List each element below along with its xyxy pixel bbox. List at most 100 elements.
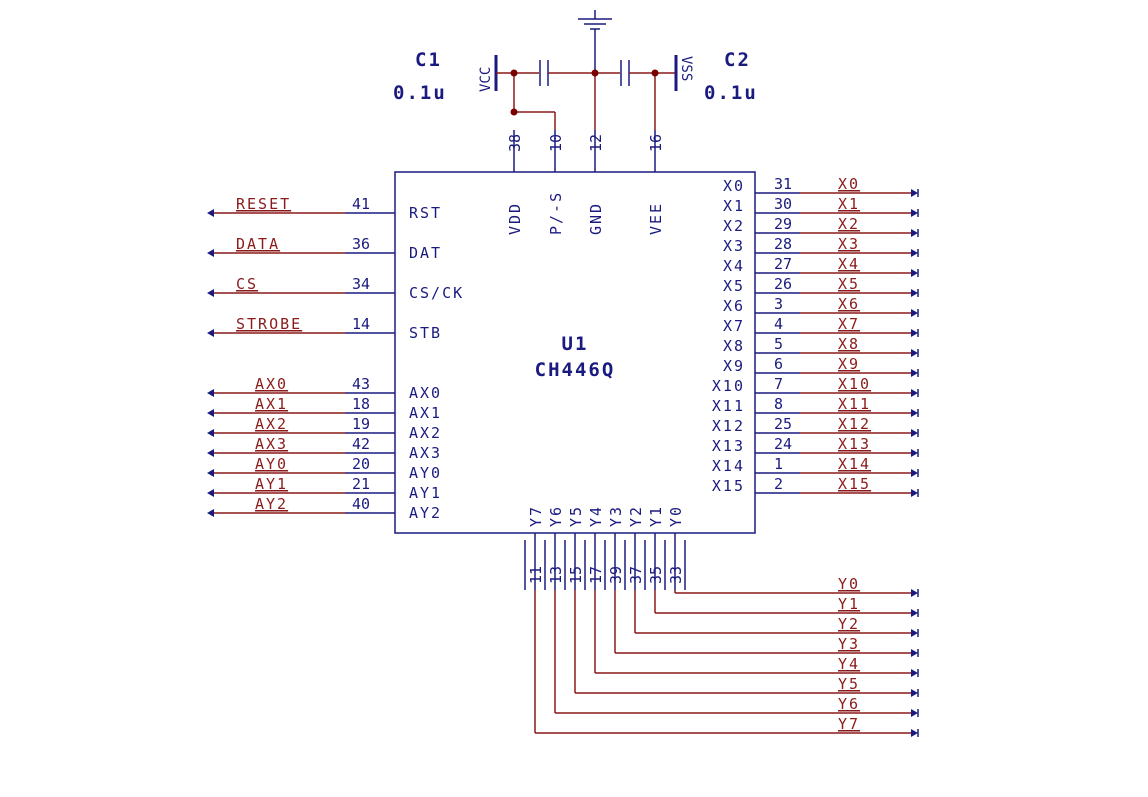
power-network: VCC C1 0.1u C2 0.1u VSS: [393, 10, 758, 130]
net-x11-label: X11: [838, 395, 871, 413]
pin-vee-name: VEE: [647, 202, 665, 235]
net-x14-arrow: [911, 469, 918, 477]
pin-stb-number: 14: [352, 315, 370, 333]
c1-value: 0.1u: [393, 82, 447, 104]
pin-x7-number: 4: [774, 315, 783, 333]
pin-x2-name: X2: [723, 217, 745, 235]
pin-gnd-name: GND: [587, 202, 605, 235]
c2-value: 0.1u: [704, 82, 758, 104]
pin-y4-number: 17: [587, 566, 605, 584]
net-ay1-label: AY1: [255, 475, 288, 493]
net-x15-arrow: [911, 489, 918, 497]
bottom-pins: Y711Y7Y613Y6Y515Y5Y417Y4Y339Y3Y237Y2Y135…: [524, 505, 919, 737]
net-ax3-label: AX3: [255, 435, 288, 453]
net-ay2-arrow: [207, 509, 214, 517]
net-ay0-label: AY0: [255, 455, 288, 473]
net-y7-label: Y7: [838, 715, 860, 733]
pin-stb-name: STB: [409, 324, 442, 342]
pin-rst-name: RST: [409, 204, 442, 222]
pin-x10-name: X10: [712, 377, 745, 395]
pin-x0-name: X0: [723, 177, 745, 195]
net-x15-label: X15: [838, 475, 871, 493]
net-y6-arrow: [911, 709, 918, 717]
chip-designator: U1: [562, 333, 589, 355]
net-rst-label: RESET: [236, 195, 291, 213]
pin-y2-name: Y2: [627, 505, 645, 527]
junction-gnd: [591, 69, 599, 77]
pin-y1-number: 35: [647, 566, 665, 584]
net-x6-arrow: [911, 309, 918, 317]
pin-ay1-name: AY1: [409, 484, 442, 502]
pin-dat-name: DAT: [409, 244, 442, 262]
pin-x6-name: X6: [723, 297, 745, 315]
vcc-rail-label: VCC: [478, 67, 494, 92]
pin-ay1-number: 21: [352, 475, 370, 493]
net-cs-ck-label: CS: [236, 275, 258, 293]
net-y3-arrow: [911, 649, 918, 657]
pin-x2-number: 29: [774, 215, 792, 233]
pin-ax0-number: 43: [352, 375, 370, 393]
net-x9-label: X9: [838, 355, 860, 373]
pin-x14-number: 1: [774, 455, 783, 473]
net-ay2-label: AY2: [255, 495, 288, 513]
net-ax1-label: AX1: [255, 395, 288, 413]
pin-x5-number: 26: [774, 275, 792, 293]
pin-x4-name: X4: [723, 257, 745, 275]
net-x3-arrow: [911, 249, 918, 257]
pin-x8-name: X8: [723, 337, 745, 355]
pin-ax3-number: 42: [352, 435, 370, 453]
net-y2-label: Y2: [838, 615, 860, 633]
net-y5-arrow: [911, 689, 918, 697]
pin-x11-number: 8: [774, 395, 783, 413]
c2-name: C2: [724, 49, 751, 71]
net-ax3-arrow: [207, 449, 214, 457]
pin-x1-name: X1: [723, 197, 745, 215]
net-x0-arrow: [911, 189, 918, 197]
pin-x11-name: X11: [712, 397, 745, 415]
net-x1-arrow: [911, 209, 918, 217]
net-stb-arrow: [207, 329, 214, 337]
pin-x6-number: 3: [774, 295, 783, 313]
pin-y6-name: Y6: [547, 505, 565, 527]
pin-y0-name: Y0: [667, 505, 685, 527]
pin-x15-number: 2: [774, 475, 783, 493]
net-ax2-label: AX2: [255, 415, 288, 433]
net-stb-label: STROBE: [236, 315, 302, 333]
pin-p-s-name: P/-S: [547, 191, 565, 235]
pin-p-s-number: 10: [547, 134, 565, 152]
net-x5-label: X5: [838, 275, 860, 293]
net-x7-label: X7: [838, 315, 860, 333]
net-y0-arrow: [911, 589, 918, 597]
net-x8-label: X8: [838, 335, 860, 353]
pin-y1-name: Y1: [647, 505, 665, 527]
net-x8-arrow: [911, 349, 918, 357]
pin-ay0-name: AY0: [409, 464, 442, 482]
pin-x5-name: X5: [723, 277, 745, 295]
chip-part-number: CH446Q: [535, 359, 616, 381]
net-y7-arrow: [911, 729, 918, 737]
pin-ax1-name: AX1: [409, 404, 442, 422]
net-ax2-arrow: [207, 429, 214, 437]
pin-x12-name: X12: [712, 417, 745, 435]
pin-y5-name: Y5: [567, 505, 585, 527]
net-x13-label: X13: [838, 435, 871, 453]
pin-y3-name: Y3: [607, 505, 625, 527]
pin-y7-number: 11: [527, 566, 545, 584]
pin-y3-number: 39: [607, 566, 625, 584]
net-y6-label: Y6: [838, 695, 860, 713]
net-x11-arrow: [911, 409, 918, 417]
pin-cs-ck-name: CS/CK: [409, 284, 464, 302]
pin-x14-name: X14: [712, 457, 745, 475]
net-ax0-arrow: [207, 389, 214, 397]
vss-rail-label: VSS: [678, 56, 694, 81]
net-x4-arrow: [911, 269, 918, 277]
pin-x3-number: 28: [774, 235, 792, 253]
pin-vee-number: 16: [647, 134, 665, 152]
net-y2-arrow: [911, 629, 918, 637]
net-ax1-arrow: [207, 409, 214, 417]
net-x14-label: X14: [838, 455, 871, 473]
pin-y6-number: 13: [547, 566, 565, 584]
